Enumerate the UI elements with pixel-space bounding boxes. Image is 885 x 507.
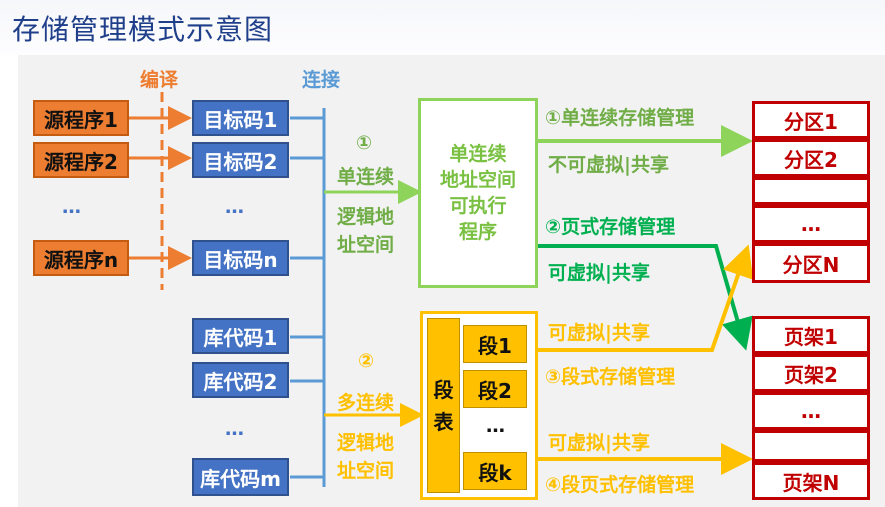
- single-label: 单连续: [337, 166, 395, 188]
- page-frame-n: 页架N: [752, 462, 870, 500]
- partition-1: 分区1: [752, 101, 870, 139]
- source-ellipsis: …: [62, 196, 81, 218]
- executable-program-box: 单连续 地址空间 可执行 程序: [418, 98, 538, 288]
- mode2-note: 可虚拟|共享: [548, 262, 650, 284]
- library-ellipsis: …: [225, 418, 244, 440]
- exec-line-2: 地址空间: [439, 169, 516, 191]
- partition-2: 分区2: [752, 139, 870, 177]
- mode4-note: 可虚拟|共享: [548, 432, 650, 454]
- source-program-1: 源程序1: [33, 100, 129, 136]
- segment-ellipsis: …: [486, 415, 505, 437]
- link-label: 连接: [302, 69, 341, 91]
- object-code-2: 目标码2: [192, 142, 289, 178]
- partition-n: 分区N: [752, 243, 870, 283]
- page-title: 存储管理模式示意图: [12, 13, 274, 46]
- segment-k: 段k: [463, 452, 527, 490]
- object-code-1: 目标码1: [192, 100, 289, 136]
- library-code-2: 库代码2: [192, 362, 289, 398]
- partition-gap: [752, 177, 870, 205]
- segment-table-char-1: 段: [433, 377, 454, 402]
- single-logical-2: 址空间: [337, 234, 395, 256]
- mode4-label: ④段页式存储管理: [545, 474, 695, 496]
- single-number: ①: [356, 132, 373, 154]
- mode3-note: 可虚拟|共享: [548, 322, 650, 344]
- title-bar: [0, 0, 885, 55]
- multi-logical-1: 逻辑地: [337, 432, 395, 454]
- compile-label: 编译: [140, 69, 179, 91]
- object-code-n: 目标码n: [192, 240, 289, 276]
- page-frame-ellipsis: …: [752, 392, 870, 430]
- source-program-2: 源程序2: [33, 142, 129, 178]
- mode1-label: ①单连续存储管理: [545, 107, 695, 129]
- source-program-n: 源程序n: [33, 240, 129, 276]
- multi-logical-2: 址空间: [337, 460, 395, 482]
- exec-line-3: 可执行: [449, 195, 507, 217]
- single-logical-1: 逻辑地: [337, 206, 395, 228]
- target-ellipsis: …: [225, 196, 244, 218]
- exec-line-1: 单连续: [449, 143, 507, 165]
- partition-ellipsis: …: [752, 205, 870, 243]
- mode2-arrow: [538, 244, 753, 351]
- mode3-arrow: [538, 244, 754, 352]
- mode3-label: ③段式存储管理: [545, 366, 676, 388]
- mode1-note: 不可虚拟|共享: [548, 154, 669, 176]
- exec-line-4: 程序: [458, 221, 497, 243]
- library-code-m: 库代码m: [192, 458, 289, 496]
- page-frame-gap: [752, 430, 870, 462]
- library-code-1: 库代码1: [192, 318, 289, 354]
- page-frame-2: 页架2: [752, 354, 870, 392]
- segment-table-header: 段 表: [427, 318, 460, 493]
- mode2-label: ②页式存储管理: [545, 216, 676, 238]
- multi-label: 多连续: [337, 392, 395, 414]
- segment-2: 段2: [463, 370, 527, 408]
- segment-1: 段1: [463, 325, 527, 363]
- multi-number: ②: [358, 350, 375, 372]
- page-frame-1: 页架1: [752, 316, 870, 354]
- segment-table-char-2: 表: [433, 409, 454, 434]
